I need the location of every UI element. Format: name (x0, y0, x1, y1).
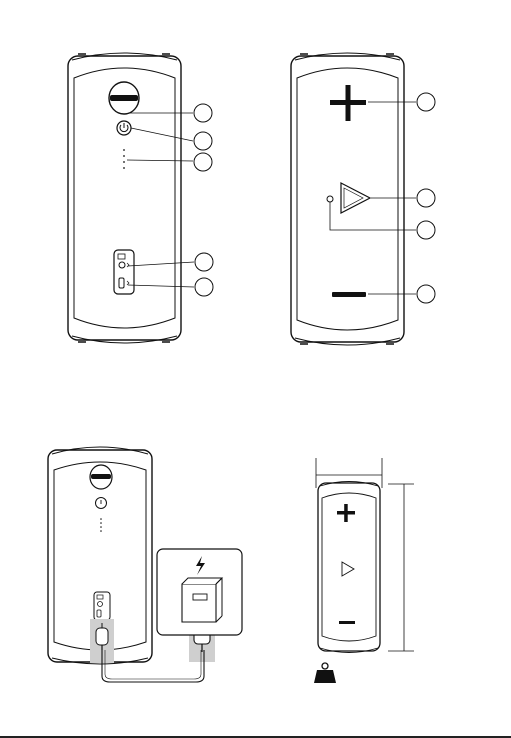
callout-back-3 (194, 153, 212, 171)
charging-illustration (48, 447, 242, 682)
dimensions-and-weight (314, 458, 414, 683)
power-icon (117, 121, 131, 135)
charge-power-icon (96, 498, 107, 509)
front-led-indicator (327, 196, 333, 202)
callout-front-4 (417, 285, 435, 303)
callout-back-4 (195, 253, 213, 271)
speaker-front-view (291, 53, 435, 345)
callout-front-1 (417, 93, 435, 111)
callout-back-2 (194, 132, 212, 150)
callout-front-2 (417, 189, 435, 207)
minus-icon (332, 292, 366, 297)
callout-front-3 (417, 221, 435, 239)
dims-minus-icon (339, 621, 355, 624)
weight-icon (314, 663, 336, 683)
callout-back-1 (194, 104, 212, 122)
callout-back-5 (195, 278, 213, 296)
speaker-back-view (68, 53, 213, 343)
